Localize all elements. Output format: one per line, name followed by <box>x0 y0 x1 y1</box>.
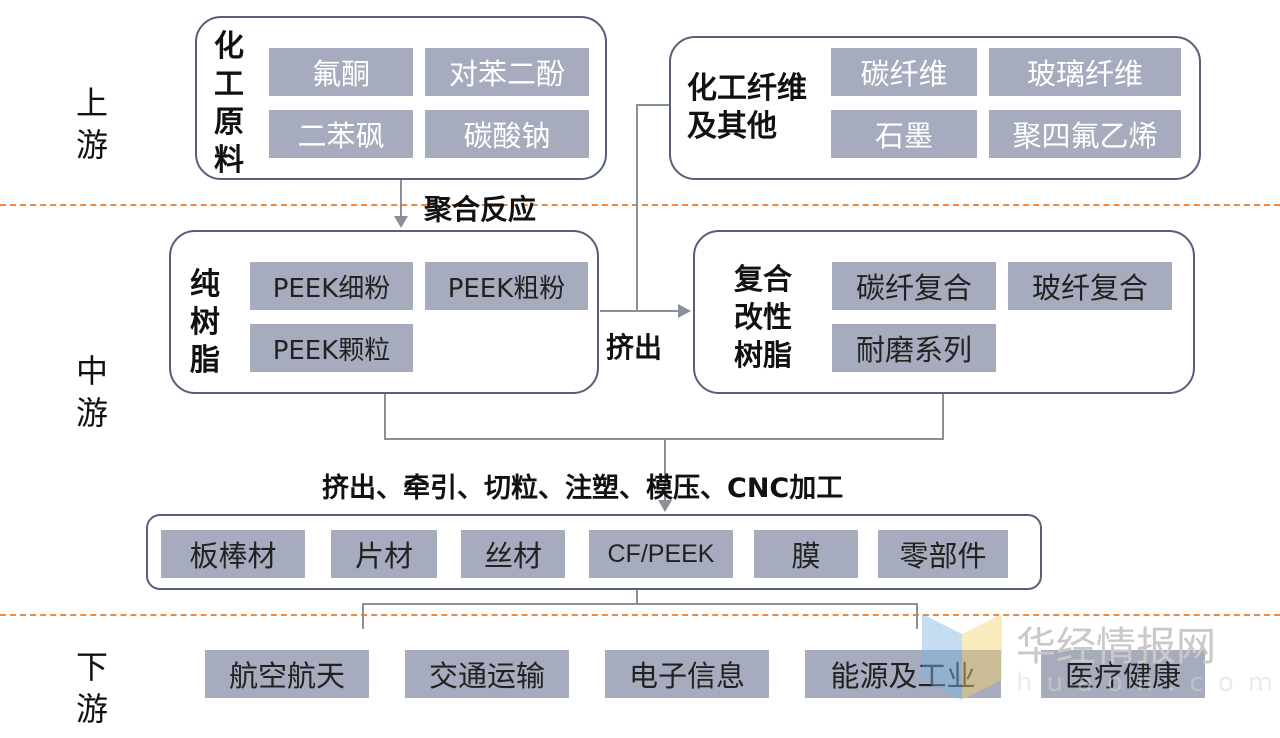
chip-fluoroketone: 氟酮 <box>269 48 413 96</box>
downstream-brace-horizontal <box>362 603 918 605</box>
chip-transportation: 交通运输 <box>405 650 569 698</box>
fibers-connector-vertical <box>636 104 638 312</box>
watermark-domain: huaon.com <box>1016 668 1280 698</box>
chip-cf-peek: CF/PEEK <box>589 530 733 578</box>
watermark-brand: 华经情报网 <box>1016 624 1216 670</box>
manufacturing-arrow-head-icon <box>658 500 672 512</box>
chip-peek-coarse-powder: PEEK粗粉 <box>425 262 588 310</box>
pure-resin-down-line <box>384 394 386 440</box>
chip-healthcare: 医疗健康 <box>1041 650 1205 698</box>
chip-glass-fiber-composite: 玻纤复合 <box>1008 262 1172 310</box>
label-polymerization: 聚合反应 <box>424 193 537 226</box>
extrusion-arrow-line <box>600 310 680 312</box>
composite-down-line <box>942 394 944 440</box>
manufacturing-down-line <box>664 438 666 502</box>
chip-carbon-fiber: 碳纤维 <box>831 48 977 96</box>
chip-filament: 丝材 <box>461 530 565 578</box>
watermark-logo-icon <box>922 614 1002 700</box>
polymerization-arrow-head-icon <box>394 216 408 228</box>
chip-sheets: 片材 <box>331 530 437 578</box>
pure-resin-title: 纯树脂 <box>190 267 220 378</box>
stage-midstream-label: 中游 <box>75 352 108 432</box>
chip-graphite: 石墨 <box>831 110 977 158</box>
fibers-connector-horizontal <box>636 104 670 106</box>
chip-wear-resistant-series: 耐磨系列 <box>832 324 996 372</box>
products-down-line <box>636 590 638 604</box>
label-manufacturing: 挤出、牵引、切粒、注塑、模压、CNC加工 <box>322 473 844 504</box>
downstream-brace-left <box>362 603 364 629</box>
chip-ptfe: 聚四氟乙烯 <box>989 110 1181 158</box>
chip-glass-fiber: 玻璃纤维 <box>989 48 1181 96</box>
divider-midstream-downstream <box>0 614 1280 616</box>
composite-resin-title: 复合改性树脂 <box>733 262 792 372</box>
label-extrusion: 挤出 <box>606 331 663 364</box>
chip-sodium-carbonate: 碳酸钠 <box>425 110 589 158</box>
polymerization-arrow-line <box>400 180 402 220</box>
extrusion-arrow-head-icon <box>678 304 691 318</box>
divider-upstream-midstream <box>0 204 1280 206</box>
stage-upstream-label: 上游 <box>75 84 108 164</box>
downstream-brace-right <box>916 603 918 629</box>
chip-film: 膜 <box>754 530 858 578</box>
chip-electronics: 电子信息 <box>605 650 769 698</box>
chemical-fibers-title: 化工纤维及其他 <box>687 71 807 144</box>
chip-carbon-fiber-composite: 碳纤复合 <box>832 262 996 310</box>
chemical-raw-materials-title: 化工原料 <box>214 29 244 178</box>
chip-hydroquinone: 对苯二酚 <box>425 48 589 96</box>
stage-downstream-label: 下游 <box>75 648 108 728</box>
chip-aerospace: 航空航天 <box>205 650 369 698</box>
chip-peek-pellets: PEEK颗粒 <box>250 324 413 372</box>
chip-plates-rods: 板棒材 <box>161 530 305 578</box>
chip-energy-industry: 能源及工业 <box>805 650 1001 698</box>
chip-diphenyl-sulfone: 二苯砜 <box>269 110 413 158</box>
chip-components: 零部件 <box>878 530 1008 578</box>
chip-peek-fine-powder: PEEK细粉 <box>250 262 413 310</box>
